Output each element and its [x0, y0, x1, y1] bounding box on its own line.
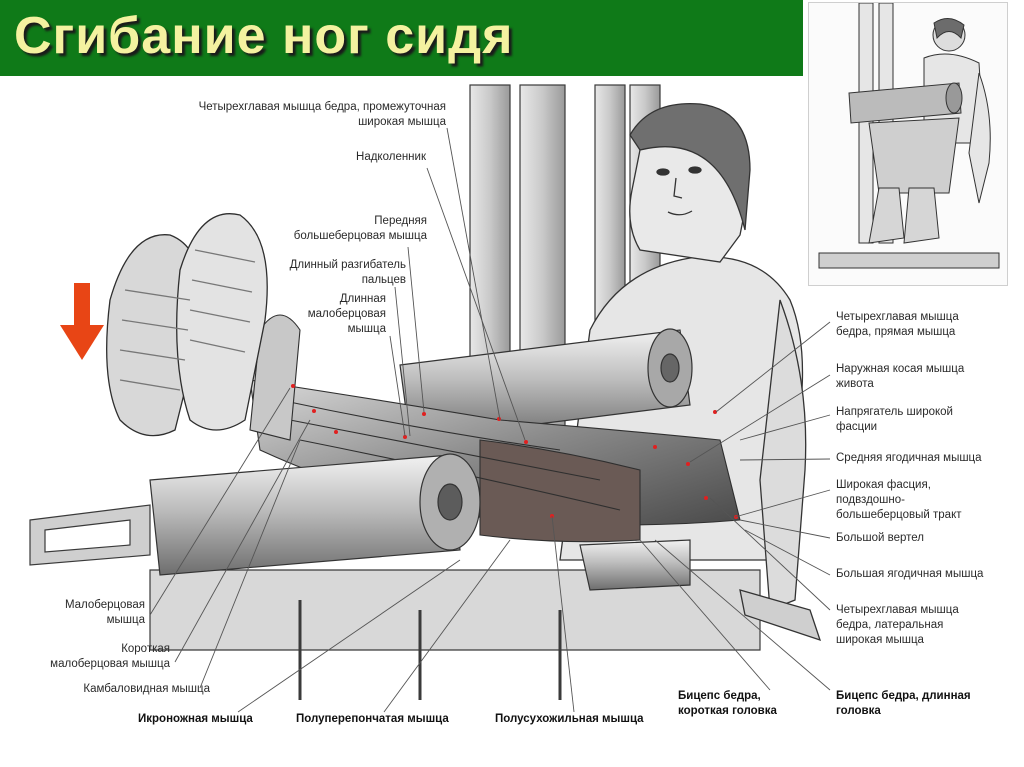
- label-greater-trochanter: Большой вертел: [836, 532, 925, 544]
- thigh-pad: [399, 328, 693, 441]
- shin-pad: [149, 453, 691, 591]
- label-quad-intermedius: Четырехглавая мышца бедра, промежуточная…: [198, 101, 446, 128]
- label-biceps-femoris-short: Бицепс бедра,короткая головка: [678, 690, 777, 717]
- label-semimembranosus: Полуперепончатая мышца: [296, 713, 449, 725]
- slide-title: Сгибание ног сидя: [14, 7, 514, 65]
- label-soleus: Камбаловидная мышца: [83, 683, 210, 695]
- shoes: [106, 213, 268, 437]
- thumbnail-drawing: [818, 2, 1000, 269]
- arrow-down-icon: [60, 283, 104, 360]
- label-semitendinosus: Полусухожильная мышца: [495, 713, 644, 725]
- label-gluteus-maximus: Большая ягодичная мышца: [836, 568, 984, 580]
- leader-lines: [149, 127, 831, 713]
- label-gastrocnemius: Икроножная мышца: [138, 713, 253, 725]
- label-kneecap: Надколенник: [356, 151, 426, 163]
- exercise-thumbnail: [808, 2, 1008, 286]
- label-fascia-lata: Широкая фасция,подвздошно-большеберцовый…: [836, 479, 962, 521]
- title-banner: Сгибание ног сидя: [0, 0, 803, 76]
- label-gluteus-medius: Средняя ягодичная мышца: [836, 452, 982, 464]
